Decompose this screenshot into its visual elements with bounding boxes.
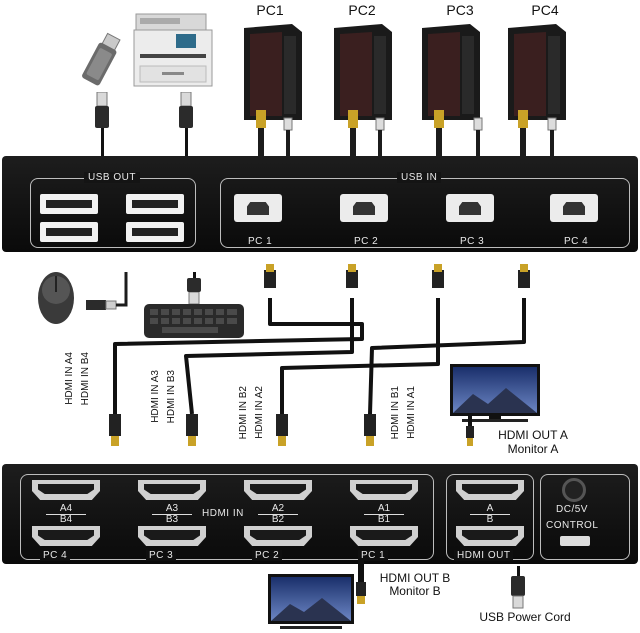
usb-a-port[interactable] [40, 194, 98, 214]
usb-b-port-pc4[interactable] [550, 194, 598, 222]
hdmi-out-port-b[interactable] [456, 526, 524, 546]
port-b4-label: B4 [46, 514, 86, 525]
bottom-pc1-label: PC 1 [358, 550, 389, 561]
hdmi-out-a-caption: HDMI OUT A Monitor A [478, 428, 588, 456]
printer-icon [133, 13, 213, 87]
hdmi-in-b4-label: HDMI IN B4 [80, 352, 91, 406]
usb-in-pc2-label: PC 2 [354, 236, 379, 247]
hdmi-in-group [20, 474, 434, 560]
usb-in-pc3-label: PC 3 [460, 236, 485, 247]
hdmi-in-a4-label: HDMI IN A4 [64, 352, 75, 405]
hdmi-out-b-caption: HDMI OUT B Monitor B [368, 572, 462, 598]
port-b1-label: B1 [364, 514, 404, 525]
usb-a-port[interactable] [126, 194, 184, 214]
kvm-top-panel: USB OUT USB IN PC 1 PC 2 PC 3 PC 4 [2, 156, 638, 252]
port-a3-label: A3 [165, 503, 179, 514]
hdmi-cable-routing [109, 264, 530, 446]
hdmi-port-a1[interactable] [350, 480, 418, 500]
dc-power-jack[interactable] [562, 478, 586, 502]
usb-flash-drive-icon [82, 32, 121, 86]
hdmi-port-b4[interactable] [32, 526, 100, 546]
usb-plug-icon [179, 92, 193, 158]
hdmi-out-label: HDMI OUT [454, 550, 514, 561]
power-control-group [540, 474, 630, 560]
hdmi-out-b-line2: Monitor B [389, 584, 441, 598]
wireless-mouse-icon [38, 272, 128, 324]
port-b-label: B [470, 514, 510, 525]
usb-b-port-pc1[interactable] [234, 194, 282, 222]
usb-power-cord-label: USB Power Cord [479, 610, 571, 624]
bottom-pc4-label: PC 4 [40, 550, 71, 561]
usb-plug-icon [95, 92, 109, 158]
usb-a-port[interactable] [40, 222, 98, 242]
bottom-pc3-label: PC 3 [146, 550, 177, 561]
monitor-icon [450, 364, 540, 446]
hdmi-port-b3[interactable] [138, 526, 206, 546]
desktop-tower-icon [334, 24, 392, 120]
hdmi-out-a-line1: HDMI OUT A [498, 428, 568, 442]
hdmi-in-a1-label: HDMI IN A1 [406, 386, 417, 439]
port-b2-label: B2 [258, 514, 298, 525]
pc1-label: PC1 [256, 2, 284, 18]
hdmi-in-b2-label: HDMI IN B2 [238, 386, 249, 440]
hdmi-out-port-a[interactable] [456, 480, 524, 500]
desktop-tower-icon [422, 24, 480, 120]
hdmi-port-a3[interactable] [138, 480, 206, 500]
desktop-tower-icon [244, 24, 302, 120]
usb-in-label: USB IN [397, 172, 442, 183]
bottom-pc2-label: PC 2 [252, 550, 283, 561]
hdmi-port-b1[interactable] [350, 526, 418, 546]
hdmi-port-a2[interactable] [244, 480, 312, 500]
pc-cables [256, 110, 557, 158]
hdmi-out-b-line1: HDMI OUT B [379, 571, 451, 585]
pc2-label: PC2 [348, 2, 376, 18]
desktop-tower-icon [508, 24, 566, 120]
usb-in-pc1-label: PC 1 [248, 236, 273, 247]
usb-in-pc4-label: PC 4 [564, 236, 589, 247]
pc4-label: PC4 [531, 2, 559, 18]
usb-b-port-pc2[interactable] [340, 194, 388, 222]
pc3-label: PC3 [446, 2, 474, 18]
hdmi-port-a4[interactable] [32, 480, 100, 500]
usb-b-port-pc3[interactable] [446, 194, 494, 222]
monitor-icon [268, 560, 366, 629]
hdmi-in-a2-label: HDMI IN A2 [254, 386, 265, 439]
hdmi-out-a-line2: Monitor A [507, 442, 559, 456]
port-a2-label: A2 [271, 503, 285, 514]
hdmi-in-a3-label: HDMI IN A3 [150, 370, 161, 423]
hdmi-in-b3-label: HDMI IN B3 [166, 370, 177, 424]
port-a1-label: A1 [377, 503, 391, 514]
control-usb-port[interactable] [560, 536, 590, 546]
port-a4-label: A4 [59, 503, 73, 514]
kvm-bottom-panel: A4 B4 A3 B3 HDMI IN A2 B2 A1 B1 PC 4 PC … [2, 464, 638, 564]
keyboard-icon [144, 304, 244, 338]
usb-a-port[interactable] [126, 222, 184, 242]
port-a-label: A [486, 503, 494, 514]
hdmi-in-label: HDMI IN [202, 508, 244, 519]
control-label: CONTROL [546, 520, 599, 531]
usb-out-label: USB OUT [84, 172, 140, 183]
hdmi-in-b1-label: HDMI IN B1 [390, 386, 401, 440]
usb-plug-icon [511, 566, 525, 609]
dc-5v-label: DC/5V [556, 504, 588, 515]
port-b3-label: B3 [152, 514, 192, 525]
hdmi-port-b2[interactable] [244, 526, 312, 546]
